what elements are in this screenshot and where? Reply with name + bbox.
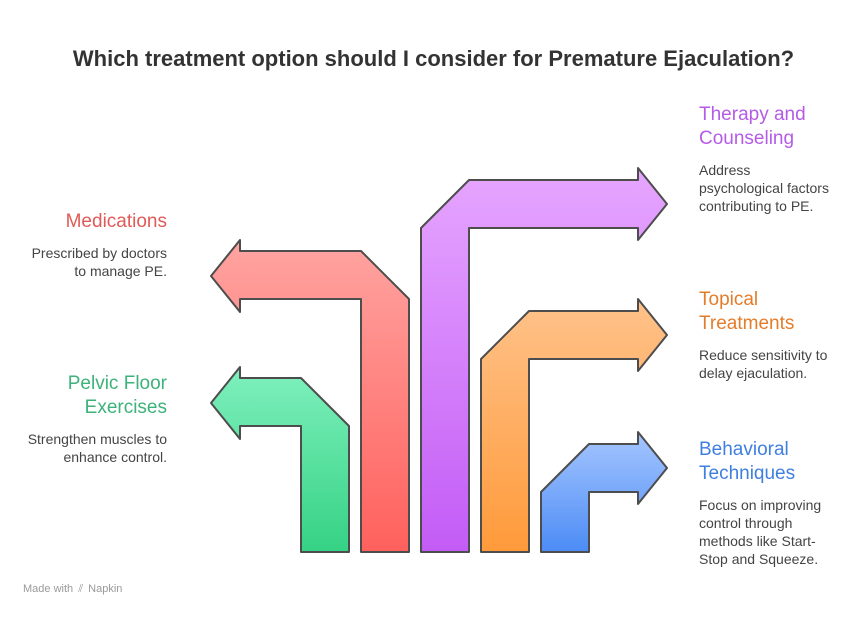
topical-block: Topical Treatments Reduce sensitivity to… [699, 288, 849, 382]
therapy-arrow [420, 167, 668, 553]
made-with-text: Made with [23, 583, 74, 595]
therapy-block: Therapy and Counseling Address psycholog… [699, 103, 849, 215]
medications-arrow [210, 239, 410, 553]
medications-heading: Medications [65, 211, 167, 232]
behavioral-description: Focus on improving control through metho… [699, 497, 822, 567]
therapy-heading: Therapy and Counseling [699, 104, 806, 149]
topical-description: Reduce sensitivity to delay ejaculation. [699, 347, 828, 381]
pelvic-floor-block: Pelvic Floor Exercises Strengthen muscle… [17, 372, 167, 466]
medications-block: Medications Prescribed by doctors to man… [17, 210, 167, 280]
made-with-napkin-link[interactable]: Made with ⫽ Napkin [23, 583, 122, 596]
pelvic-floor-arrow [210, 366, 350, 553]
behavioral-block: Behavioral Techniques Focus on improving… [699, 438, 849, 568]
napkin-brand-text: Napkin [88, 583, 123, 595]
pelvic-floor-heading: Pelvic Floor Exercises [67, 373, 167, 418]
napkin-logo-icon: ⫽ [78, 583, 84, 595]
diagram-title: Which treatment option should I consider… [72, 46, 795, 71]
behavioral-heading: Behavioral Techniques [699, 439, 796, 484]
topical-arrow [480, 298, 668, 553]
pelvic-floor-description: Strengthen muscles to enhance control. [27, 431, 167, 465]
medications-description: Prescribed by doctors to manage PE. [31, 245, 167, 279]
behavioral-arrow [540, 431, 668, 553]
topical-heading: Topical Treatments [699, 289, 795, 334]
therapy-description: Address psychological factors contributi… [699, 162, 829, 214]
